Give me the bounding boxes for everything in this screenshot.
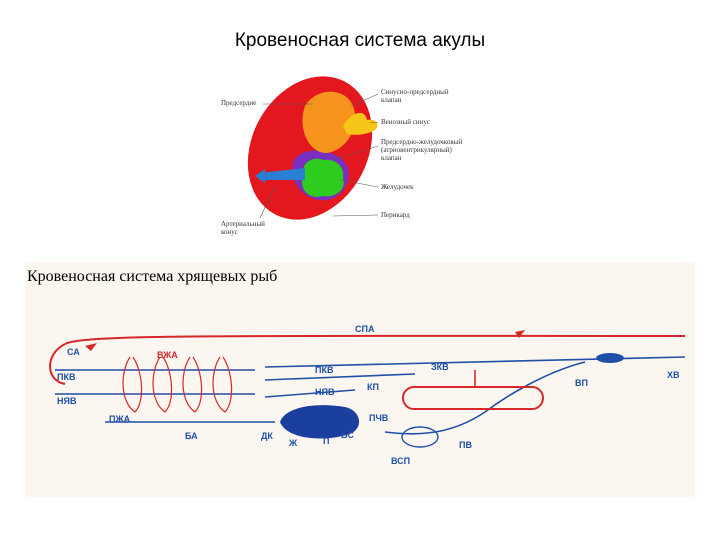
gut-organ — [280, 405, 360, 439]
venous-sinus-shape — [343, 112, 378, 135]
circulation-diagram: Кровеносная система хрящевых рыб СПА — [25, 262, 695, 497]
circulation-title: Кровеносная система хрящевых рыб — [27, 268, 278, 285]
label-vp: ВП — [575, 378, 588, 388]
label-zkv: ЗКВ — [431, 362, 449, 372]
label-sa: СА — [67, 347, 80, 357]
label-atrium: Предсердие — [221, 99, 257, 107]
kidney-tube — [402, 386, 544, 410]
label-ba: БА — [185, 431, 198, 441]
arterial-cone-shape — [259, 168, 305, 180]
aorta-arrow — [515, 330, 525, 338]
label-av-valve: Предсердно-желудочковый (атриовентрикуля… — [381, 138, 463, 162]
label-vzha: ВЖА — [157, 350, 178, 360]
label-sinoatrial-valve: Синусно-предсердный клапан — [381, 88, 449, 104]
label-spa: СПА — [355, 324, 375, 334]
label-kp: КП — [367, 382, 379, 392]
spleen-network — [401, 426, 439, 448]
jugular-vein-mid — [264, 389, 356, 398]
heart-illustration — [247, 76, 379, 220]
label-nyav-left: НЯВ — [57, 396, 77, 406]
label-ventricle: Желудочек — [381, 183, 414, 191]
label-pchv: ПЧВ — [369, 413, 389, 423]
sa-arrow — [85, 343, 97, 351]
label-dk: ДК — [261, 431, 273, 441]
label-bs: БС — [341, 430, 354, 440]
label-pv: ПВ — [459, 440, 472, 450]
label-nyav-mid: НЯВ — [315, 387, 335, 397]
circulation-scheme: СПА СА ВЖА ПКВ НЯВ ПЖА БА ДК Ж П БС ПКВ … — [49, 324, 686, 466]
label-pkv-mid: ПКВ — [315, 365, 334, 375]
slide-title: Кровеносная система акулы — [234, 30, 486, 51]
label-p: П — [323, 436, 329, 446]
ventricle-shape — [302, 158, 344, 197]
atrium-shape — [302, 91, 356, 154]
label-khv: ХВ — [667, 370, 680, 380]
gill-arches — [122, 356, 233, 413]
arterial-cone-tip — [255, 169, 265, 183]
label-zh: Ж — [288, 438, 298, 448]
label-vsp: ВСП — [391, 456, 410, 466]
cardinal-vein-mid — [264, 373, 416, 381]
label-pericardium: Перикард — [381, 211, 410, 219]
aorta-loop — [49, 343, 66, 385]
heart-diagram: Предсердие Синусно-предсердный клапан Ве… — [215, 68, 495, 250]
caudal-vein-node — [596, 353, 624, 363]
portal-vein — [384, 361, 586, 435]
label-pzha: ПЖА — [109, 414, 131, 424]
label-venous-sinus: Венозный синус — [381, 118, 430, 126]
label-pkv-left: ПКВ — [57, 372, 76, 382]
label-arterial-cone: Артериальный конус — [221, 220, 265, 236]
dorsal-aorta — [64, 334, 686, 345]
